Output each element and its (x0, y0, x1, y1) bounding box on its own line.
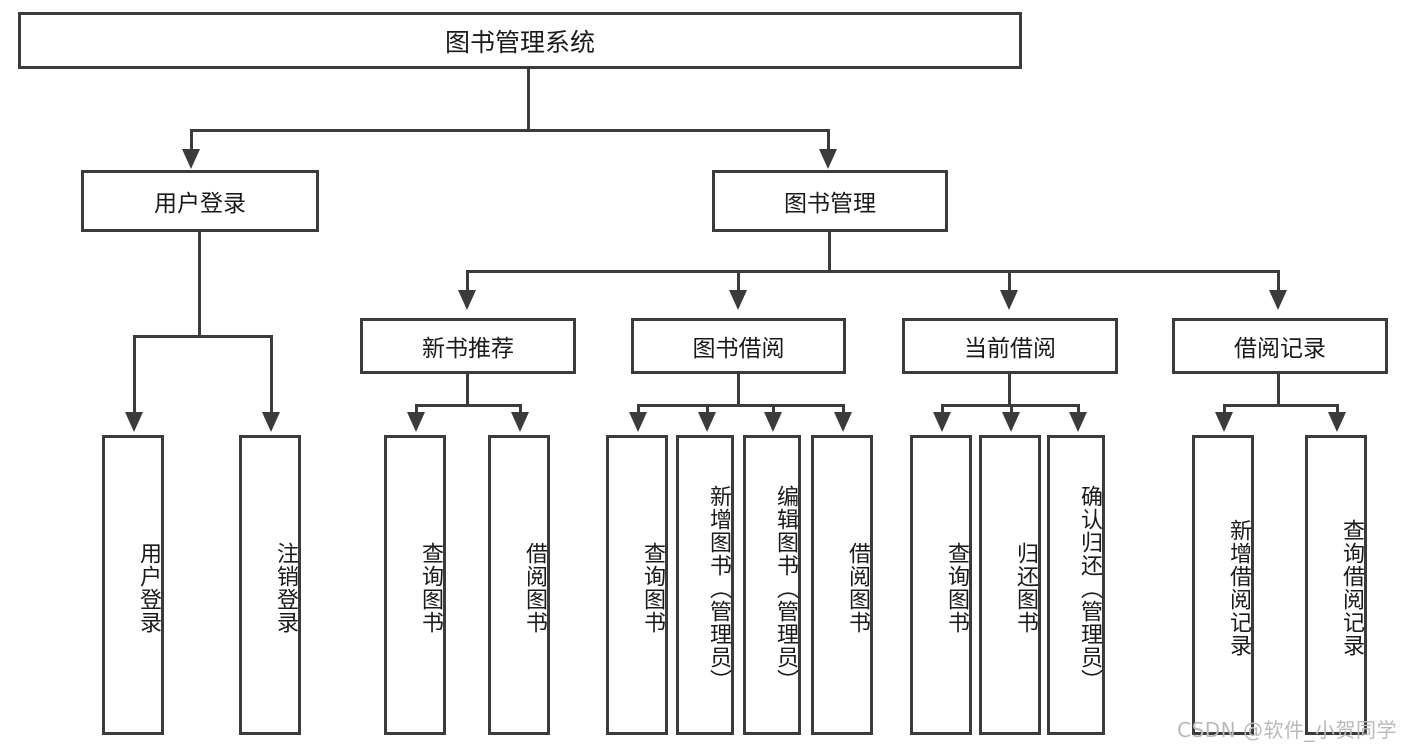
arrowhead-leaf-book-borrow-3 (764, 412, 782, 432)
connector-user-login-stem (198, 232, 201, 335)
connector-user-login-drop-2 (270, 335, 273, 413)
leaf-user-login-logout[interactable]: 注销登录 (239, 435, 301, 735)
node-book-manage[interactable]: 图书管理 (712, 170, 948, 232)
leaf-label: 确认归还（管理员） (1077, 484, 1102, 692)
node-borrow-record[interactable]: 借阅记录 (1172, 318, 1388, 374)
arrowhead-leaf-borrow-record-2 (1328, 412, 1346, 432)
leaf-label: 查询借阅记录 (1339, 519, 1364, 657)
connector-new-book-stem (466, 374, 469, 404)
arrowhead-to-user-login (182, 149, 200, 169)
node-label: 新书推荐 (422, 336, 514, 362)
node-label: 图书管理 (784, 191, 876, 217)
connector-current-borrow-drop-2 (1010, 404, 1013, 413)
leaf-label: 归还图书 (1013, 542, 1038, 634)
connector-current-borrow-drop-3 (1077, 404, 1080, 413)
connector-lvl3-drop-1 (466, 270, 469, 292)
connector-lvl3-drop-2 (737, 270, 740, 292)
arrowhead-to-book-manage (819, 149, 837, 169)
connector-lvl3-drop-3 (1008, 270, 1011, 292)
leaf-label: 查询图书 (640, 542, 665, 634)
connector-new-book-bus (415, 404, 522, 407)
connector-new-book-drop-2 (519, 404, 522, 413)
arrowhead-leaf-book-borrow-1 (629, 412, 647, 432)
connector-root-drop-right (827, 129, 830, 151)
connector-root-bus (190, 129, 830, 132)
node-label: 用户登录 (154, 191, 246, 217)
leaf-label: 查询图书 (944, 542, 969, 634)
leaf-user-login-login[interactable]: 用户登录 (102, 435, 164, 735)
arrowhead-to-current-borrow (1000, 290, 1018, 310)
leaf-book-borrow-add[interactable]: 新增图书（管理员） (676, 435, 734, 735)
leaf-borrow-record-add[interactable]: 新增借阅记录 (1192, 435, 1254, 735)
arrowhead-leaf-new-book-1 (407, 412, 425, 432)
node-current-borrow[interactable]: 当前借阅 (902, 318, 1118, 374)
arrowhead-to-borrow-record (1269, 290, 1287, 310)
node-label: 借阅记录 (1234, 336, 1326, 362)
leaf-label: 新增图书（管理员） (706, 484, 731, 692)
leaf-book-borrow-borrow[interactable]: 借阅图书 (811, 435, 873, 735)
connector-book-borrow-stem (737, 374, 740, 404)
connector-borrow-record-drop-1 (1223, 404, 1226, 413)
arrowhead-leaf-borrow-record-1 (1215, 412, 1233, 432)
leaf-new-book-query[interactable]: 查询图书 (384, 435, 446, 735)
connector-borrow-record-bus (1223, 404, 1338, 407)
arrowhead-to-book-borrow (729, 290, 747, 310)
node-root-system[interactable]: 图书管理系统 (18, 12, 1022, 69)
node-label: 图书管理系统 (444, 27, 595, 57)
connector-user-login-drop-1 (133, 335, 136, 413)
leaf-current-borrow-return[interactable]: 归还图书 (979, 435, 1041, 735)
arrowhead-leaf-current-borrow-2 (1002, 412, 1020, 432)
leaf-label: 编辑图书（管理员） (773, 484, 798, 692)
connector-book-borrow-bus (637, 404, 845, 407)
arrowhead-leaf-book-borrow-2 (698, 412, 716, 432)
node-new-book-recommend[interactable]: 新书推荐 (360, 318, 576, 374)
arrowhead-leaf-current-borrow-3 (1069, 412, 1087, 432)
arrowhead-leaf-user-login-1 (125, 412, 143, 432)
connector-root-drop-left (190, 129, 193, 151)
leaf-borrow-record-query[interactable]: 查询借阅记录 (1305, 435, 1367, 735)
leaf-label: 查询图书 (418, 542, 443, 634)
arrowhead-leaf-current-borrow-1 (933, 412, 951, 432)
connector-lvl3-drop-4 (1277, 270, 1280, 292)
node-user-login[interactable]: 用户登录 (81, 170, 319, 232)
connector-book-borrow-drop-3 (772, 404, 775, 413)
leaf-label: 新增借阅记录 (1226, 519, 1251, 657)
connector-current-borrow-drop-1 (941, 404, 944, 413)
leaf-label: 借阅图书 (522, 542, 547, 634)
leaf-current-borrow-query[interactable]: 查询图书 (910, 435, 972, 735)
leaf-book-borrow-query[interactable]: 查询图书 (606, 435, 668, 735)
leaf-label: 借阅图书 (845, 542, 870, 634)
arrowhead-leaf-user-login-2 (262, 412, 280, 432)
leaf-new-book-borrow[interactable]: 借阅图书 (488, 435, 550, 735)
connector-book-manage-bus (466, 270, 1280, 273)
node-label: 图书借阅 (692, 336, 785, 362)
connector-book-borrow-drop-2 (706, 404, 709, 413)
connector-borrow-record-drop-2 (1336, 404, 1339, 413)
connector-user-login-bus (133, 335, 273, 338)
leaf-book-borrow-edit[interactable]: 编辑图书（管理员） (743, 435, 801, 735)
node-book-borrow[interactable]: 图书借阅 (631, 318, 846, 374)
node-label: 当前借阅 (964, 336, 1056, 362)
leaf-current-borrow-confirm[interactable]: 确认归还（管理员） (1047, 435, 1105, 735)
arrowhead-to-new-book-recommend (458, 290, 476, 310)
connector-book-borrow-drop-4 (842, 404, 845, 413)
leaf-label: 注销登录 (273, 542, 298, 634)
connector-new-book-drop-1 (415, 404, 418, 413)
arrowhead-leaf-book-borrow-4 (834, 412, 852, 432)
connector-borrow-record-stem (1277, 374, 1280, 404)
connector-book-borrow-drop-1 (637, 404, 640, 413)
connector-current-borrow-stem (1008, 374, 1011, 404)
connector-root-stem (527, 69, 530, 129)
arrowhead-leaf-new-book-2 (511, 412, 529, 432)
connector-book-manage-stem (828, 232, 831, 270)
leaf-label: 用户登录 (136, 542, 161, 634)
